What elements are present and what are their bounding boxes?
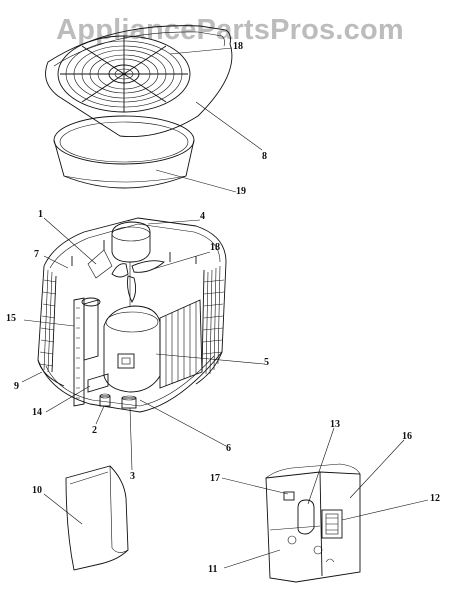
top-panel [45, 25, 233, 137]
condenser-cabinet [37, 217, 227, 413]
callout-8-top-panel: 8 [262, 151, 267, 162]
leader-lines [21, 47, 429, 569]
callout-17: 17 [210, 473, 220, 484]
callout-18-fan-blade: 18 [210, 242, 220, 253]
service-access-panel [65, 465, 129, 571]
callout-13-capacitor: 13 [330, 419, 340, 430]
fan-grille [57, 35, 191, 113]
callout-5-compressor: 5 [264, 357, 269, 368]
callout-18-grille: 18 [233, 41, 243, 52]
callout-9: 9 [14, 381, 19, 392]
fan-shroud [53, 115, 195, 189]
callout-15: 15 [6, 313, 16, 324]
callout-3-valve: 3 [130, 471, 135, 482]
callout-2-valve: 2 [92, 425, 97, 436]
callout-12-contactor: 12 [430, 493, 440, 504]
callout-10-access-panel: 10 [32, 485, 42, 496]
callout-1: 1 [38, 209, 43, 220]
callout-14: 14 [32, 407, 42, 418]
callout-16: 16 [402, 431, 412, 442]
callout-19-shroud: 19 [236, 186, 246, 197]
callout-7: 7 [34, 249, 39, 260]
control-box [265, 463, 361, 583]
callout-6: 6 [226, 443, 231, 454]
callout-4-fan-motor: 4 [200, 211, 205, 222]
callout-11-control-box: 11 [208, 564, 218, 575]
